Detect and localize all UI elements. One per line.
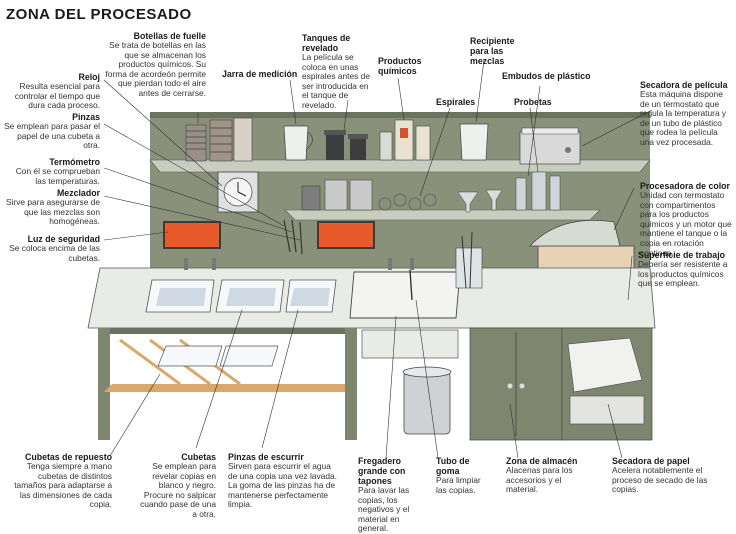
label-safelight-desc: Se coloca encima de las cubetas.: [9, 243, 100, 263]
label-bellows-bottles-name: Botellas de fuelle: [133, 31, 206, 41]
label-squeegee-tongs-name: Pinzas de escurrir: [228, 452, 304, 462]
label-tongs-desc: Se emplean para pasar el papel de una cu…: [4, 121, 100, 151]
label-film-dryer-name: Secadora de película: [640, 80, 728, 90]
label-paper-dryer-name: Secadora de papel: [612, 456, 690, 466]
label-thermometer-desc: Con él se comprueban las temperaturas.: [15, 166, 100, 186]
label-bellows-bottles: Botellas de fuelle Se trata de botellas …: [100, 31, 206, 99]
label-mixer: Mezclador Sirve para asegurarse de que l…: [4, 188, 100, 227]
label-sink-desc: Para lavar las copias, los negativos y e…: [358, 485, 410, 534]
label-chemicals: Productos químicos: [378, 56, 428, 76]
label-rubber-hose-name: Tubo de goma: [436, 456, 470, 476]
label-trays-desc: Se emplean para revelar copias en blanco…: [140, 461, 216, 519]
label-color-processor-name: Procesadora de color: [640, 181, 730, 191]
label-spare-trays: Cubetas de repuesto Tenga siempre a mano…: [4, 452, 112, 510]
label-mixing-container-name: Recipiente para las mezclas: [470, 36, 515, 66]
label-color-processor-desc: Unidad con termostato con compartimentos…: [640, 190, 732, 258]
label-squeegee-tongs: Pinzas de escurrir Sirven para escurrir …: [228, 452, 340, 510]
label-developing-tanks: Tanques de revelado La película se coloc…: [302, 33, 374, 111]
label-rubber-hose-desc: Para limpiar las copias.: [436, 475, 481, 495]
sink-icon: [349, 269, 461, 359]
label-clock: Reloj Resulta esencial para controlar el…: [4, 72, 100, 111]
measuring-jug-icon: [283, 125, 313, 161]
label-spirals-name: Espirales: [436, 97, 476, 107]
timer-clock-icon: [217, 171, 259, 213]
label-thermometer: Termómetro Con él se comprueban las temp…: [4, 157, 100, 186]
page-title: ZONA DEL PROCESADO: [6, 6, 192, 23]
label-bellows-bottles-desc: Se trata de botellas en las que se almac…: [105, 40, 206, 98]
bench-leg-center: [345, 328, 357, 440]
label-film-dryer: Secadora de película Esta máquina dispon…: [640, 80, 732, 148]
label-measuring-jug: Jarra de medición: [222, 69, 302, 79]
darkroom-illustration: [87, 59, 656, 459]
label-paper-dryer: Secadora de papel Acelera notablemente e…: [612, 456, 708, 495]
label-tongs-name: Pinzas: [72, 112, 100, 122]
tongs-thermometer-icon: [283, 219, 303, 255]
label-mixer-desc: Sirve para asegurarse de que las mezclas…: [5, 197, 100, 227]
paper-dryer-icon: [561, 327, 653, 441]
label-measuring-cylinders-name: Probetas: [514, 97, 552, 107]
leader-lines: [103, 59, 653, 459]
label-mixing-container: Recipiente para las mezclas: [470, 36, 530, 66]
label-measuring-cylinders: Probetas: [514, 97, 564, 107]
label-color-processor: Procesadora de color Unidad con termosta…: [640, 181, 734, 258]
developing-trays-icon: [145, 279, 337, 313]
label-work-surface-desc: Debería ser resistente a los productos q…: [638, 259, 728, 289]
label-chemicals-name: Productos químicos: [378, 56, 422, 76]
label-clock-desc: Resulta esencial para controlar el tiemp…: [14, 81, 100, 111]
chemical-bottles-icon: [379, 119, 431, 161]
film-dryer-icon: [519, 127, 581, 165]
middle-shelf: [284, 209, 601, 221]
label-squeegee-tongs-desc: Sirven para escurrir el agua de una copi…: [228, 461, 337, 510]
label-measuring-jug-name: Jarra de medición: [222, 69, 298, 79]
label-funnels-name: Embudos de plástico: [502, 71, 591, 81]
label-sink-name: Fregadero grande con tapones: [358, 456, 406, 486]
label-work-surface-name: Superficie de trabajo: [638, 250, 726, 260]
label-paper-dryer-desc: Acelera notablemente el proceso de secad…: [612, 465, 708, 495]
label-safelight: Luz de seguridad Se coloca encima de las…: [4, 234, 100, 263]
label-developing-tanks-desc: La película se coloca en unas espirales …: [302, 52, 370, 110]
label-tongs: Pinzas Se emplean para pasar el papel de…: [4, 112, 100, 151]
storage-cabinet-icon: [469, 327, 563, 441]
label-trays: Cubetas Se emplean para revelar copias e…: [140, 452, 216, 520]
label-film-dryer-desc: Esta máquina dispone de un termostato qu…: [640, 89, 727, 147]
bellows-bottles-icon: [185, 117, 253, 162]
mixing-rods-icon: [455, 231, 483, 289]
label-spare-trays-name: Cubetas de repuesto: [24, 452, 112, 462]
label-mixer-name: Mezclador: [56, 188, 100, 198]
safelight-right-icon: [317, 221, 375, 249]
waste-bin-icon: [402, 366, 452, 435]
safelight-left-icon: [163, 221, 221, 249]
label-storage: Zona de almacén Alacenas para los acceso…: [506, 456, 590, 495]
bench-leg-left: [98, 328, 110, 440]
label-work-surface: Superficie de trabajo Debería ser resist…: [638, 250, 732, 289]
faucets-icon: [184, 258, 414, 270]
label-thermometer-name: Termómetro: [49, 157, 100, 167]
spare-trays-rack-icon: [104, 338, 345, 392]
label-storage-name: Zona de almacén: [506, 456, 578, 466]
mixing-beaker-icon: [459, 123, 489, 161]
label-clock-name: Reloj: [78, 72, 100, 82]
label-storage-desc: Alacenas para los accesorios y el materi…: [506, 465, 573, 495]
label-funnels: Embudos de plástico: [502, 71, 592, 81]
label-rubber-hose: Tubo de goma Para limpiar las copias.: [436, 456, 488, 495]
label-spirals: Espirales: [436, 97, 486, 107]
label-safelight-name: Luz de seguridad: [27, 234, 100, 244]
label-trays-name: Cubetas: [181, 452, 216, 462]
label-developing-tanks-name: Tanques de revelado: [302, 33, 351, 53]
label-spare-trays-desc: Tenga siempre a mano cubetas de distinto…: [14, 461, 112, 510]
developing-tanks-icon: [324, 130, 368, 160]
middle-shelf-items-icon: [301, 171, 561, 213]
label-sink: Fregadero grande con tapones Para lavar …: [358, 456, 432, 534]
